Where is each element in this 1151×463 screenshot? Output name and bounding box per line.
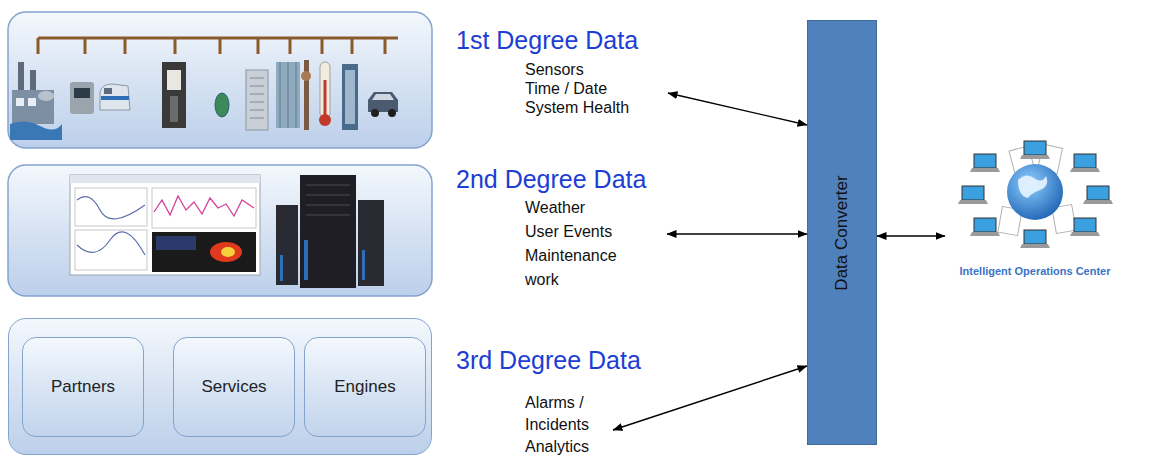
data-tier-group: 1st Degree DataSensorsTime / DateSystem …	[456, 25, 638, 117]
valve-icon	[301, 60, 311, 130]
tier-heading: 3rd Degree Data	[456, 345, 641, 375]
data-flow-arrow	[877, 235, 945, 236]
operations-center-icon	[958, 141, 1113, 248]
tier-heading: 2nd Degree Data	[456, 164, 646, 194]
data-item: Analytics	[525, 436, 589, 458]
operations-center: Intelligent Operations Center	[945, 140, 1125, 280]
car-icon	[368, 92, 398, 117]
data-item: System Health	[525, 98, 629, 117]
box-label: Partners	[51, 377, 115, 397]
server-icon	[276, 175, 384, 288]
system-band	[8, 165, 432, 296]
data-item: Time / Date	[525, 79, 607, 98]
provider-box: Partners	[22, 337, 144, 437]
globe-icon	[215, 93, 229, 117]
chart-screenshot	[70, 175, 260, 275]
thermometer-icon	[319, 62, 331, 126]
box-label: Services	[201, 377, 266, 397]
data-list: Alarms / IncidentsAnalytics	[456, 392, 641, 458]
data-flow-arrow	[613, 366, 807, 430]
data-item: User Events	[525, 220, 612, 244]
data-item: Alarms / Incidents	[525, 392, 605, 436]
data-tier-group: 3rd Degree DataAlarms / IncidentsAnalyti…	[456, 345, 641, 458]
center-label: Intelligent Operations Center	[960, 265, 1111, 277]
data-flow-arrow	[667, 233, 807, 234]
provider-band: Partners Services Engines	[8, 318, 432, 455]
pipe-icon	[276, 62, 300, 128]
device-band	[8, 12, 432, 148]
data-item: Sensors	[525, 60, 584, 79]
provider-box: Services	[173, 337, 295, 437]
converter-label: Data Converter	[832, 175, 852, 290]
data-tier-group: 2nd Degree DataWeatherUser EventsMainten…	[456, 164, 646, 292]
building-icon	[246, 70, 268, 130]
meter-icon	[70, 82, 94, 114]
sensor-bus	[38, 38, 398, 54]
data-flow-arrow	[668, 93, 807, 125]
tower-icon	[342, 64, 358, 130]
provider-box: Engines	[304, 337, 426, 437]
tier-heading: 1st Degree Data	[456, 25, 638, 55]
data-list: SensorsTime / DateSystem Health	[456, 60, 638, 117]
box-label: Engines	[334, 377, 395, 397]
signal-post-icon	[162, 62, 186, 128]
factory-icon	[10, 62, 62, 140]
train-icon	[100, 84, 130, 110]
data-item: Maintenance work	[525, 244, 643, 292]
data-list: WeatherUser EventsMaintenance work	[456, 196, 646, 292]
data-item: Weather	[525, 196, 585, 220]
converter-bar: Data Converter	[807, 20, 877, 445]
